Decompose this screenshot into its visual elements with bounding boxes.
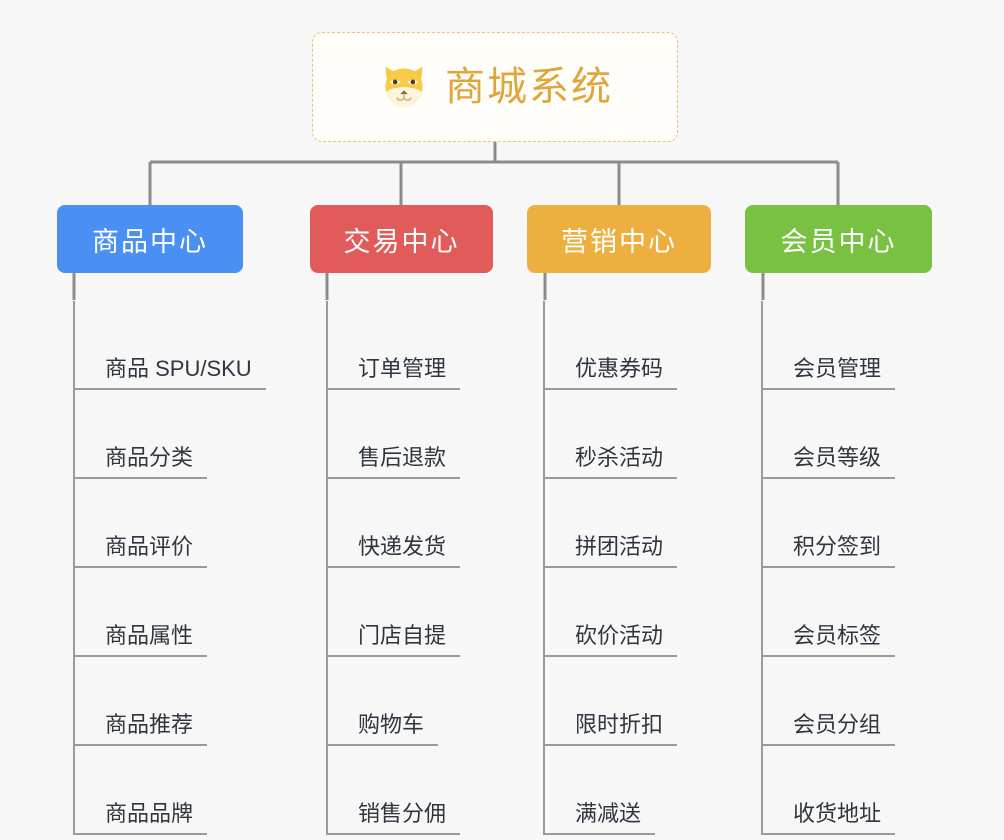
leaf-spine <box>761 301 763 835</box>
category-column-交易中心: 交易中心 订单管理 售后退款 快递发货 门店自提 购物车 销售分佣 <box>310 205 493 835</box>
category-box-商品中心[interactable]: 商品中心 <box>57 205 243 273</box>
root-node[interactable]: 商城系统 <box>312 32 678 142</box>
leaf-item[interactable]: 商品推荐 <box>75 657 243 746</box>
leaf-label: 销售分佣 <box>328 800 461 835</box>
leaf-item[interactable]: 订单管理 <box>328 301 493 390</box>
leaf-list: 商品 SPU/SKU 商品分类 商品评价 商品属性 商品推荐 商品品牌 <box>57 301 266 835</box>
leaf-label: 商品属性 <box>75 622 208 657</box>
category-box-交易中心[interactable]: 交易中心 <box>310 205 493 273</box>
leaf-label: 会员等级 <box>763 444 896 479</box>
leaf-item[interactable]: 秒杀活动 <box>545 390 711 479</box>
leaf-item[interactable]: 商品分类 <box>75 390 243 479</box>
root-title: 商城系统 <box>445 65 613 109</box>
category-box-会员中心[interactable]: 会员中心 <box>745 205 932 273</box>
leaf-label: 购物车 <box>328 711 439 746</box>
leaf-item[interactable]: 商品品牌 <box>75 746 243 835</box>
leaf-label: 订单管理 <box>328 355 461 390</box>
leaf-item[interactable]: 商品评价 <box>75 479 243 568</box>
leaf-spine <box>326 301 328 835</box>
leaf-list: 订单管理 售后退款 快递发货 门店自提 购物车 销售分佣 <box>310 301 493 835</box>
leaf-label: 售后退款 <box>328 444 461 479</box>
leaf-item[interactable]: 积分签到 <box>763 479 932 568</box>
leaf-item[interactable]: 门店自提 <box>328 568 493 657</box>
category-label: 会员中心 <box>780 226 897 257</box>
category-column-营销中心: 营销中心 优惠券码 秒杀活动 拼团活动 砍价活动 限时折扣 满减送 <box>527 205 711 835</box>
leaf-item[interactable]: 快递发货 <box>328 479 493 568</box>
leaf-item[interactable]: 售后退款 <box>328 390 493 479</box>
leaf-item[interactable]: 收货地址 <box>763 746 932 835</box>
leaf-label: 满减送 <box>545 800 656 835</box>
leaf-item[interactable]: 会员管理 <box>763 301 932 390</box>
leaf-label: 门店自提 <box>328 622 461 657</box>
leaf-list: 会员管理 会员等级 积分签到 会员标签 会员分组 收货地址 <box>745 301 932 835</box>
leaf-item[interactable]: 销售分佣 <box>328 746 493 835</box>
leaf-spine <box>73 301 75 835</box>
leaf-label: 商品评价 <box>75 533 208 568</box>
leaf-label: 会员标签 <box>763 622 896 657</box>
category-column-会员中心: 会员中心 会员管理 会员等级 积分签到 会员标签 会员分组 收货地址 <box>745 205 932 835</box>
leaf-label: 会员管理 <box>763 355 896 390</box>
leaf-item[interactable]: 购物车 <box>328 657 493 746</box>
leaf-item[interactable]: 商品 SPU/SKU <box>75 301 266 390</box>
leaf-item[interactable]: 会员等级 <box>763 390 932 479</box>
leaf-list: 优惠券码 秒杀活动 拼团活动 砍价活动 限时折扣 满减送 <box>527 301 711 835</box>
category-label: 商品中心 <box>92 226 208 257</box>
category-column-商品中心: 商品中心 商品 SPU/SKU 商品分类 商品评价 商品属性 商品推荐 商品品牌 <box>57 205 266 835</box>
shiba-dog-icon <box>385 66 423 108</box>
leaf-label: 商品推荐 <box>75 711 208 746</box>
leaf-label: 砍价活动 <box>545 622 678 657</box>
leaf-item[interactable]: 拼团活动 <box>545 479 711 568</box>
leaf-item[interactable]: 限时折扣 <box>545 657 711 746</box>
leaf-item[interactable]: 会员分组 <box>763 657 932 746</box>
leaf-label: 拼团活动 <box>545 533 678 568</box>
leaf-label: 收货地址 <box>763 800 896 835</box>
leaf-item[interactable]: 优惠券码 <box>545 301 711 390</box>
category-label: 交易中心 <box>343 226 460 257</box>
leaf-item[interactable]: 砍价活动 <box>545 568 711 657</box>
leaf-label: 快递发货 <box>328 533 461 568</box>
leaf-label: 商品品牌 <box>75 800 208 835</box>
leaf-item[interactable]: 会员标签 <box>763 568 932 657</box>
leaf-label: 商品分类 <box>75 444 208 479</box>
leaf-spine <box>543 301 545 835</box>
leaf-item[interactable]: 满减送 <box>545 746 711 835</box>
leaf-label: 限时折扣 <box>545 711 678 746</box>
leaf-label: 优惠券码 <box>545 355 678 390</box>
leaf-label: 会员分组 <box>763 711 896 746</box>
category-box-营销中心[interactable]: 营销中心 <box>527 205 711 273</box>
leaf-label: 秒杀活动 <box>545 444 678 479</box>
category-label: 营销中心 <box>561 226 677 257</box>
leaf-item[interactable]: 商品属性 <box>75 568 243 657</box>
leaf-label: 积分签到 <box>763 533 896 568</box>
leaf-label: 商品 SPU/SKU <box>75 355 266 390</box>
